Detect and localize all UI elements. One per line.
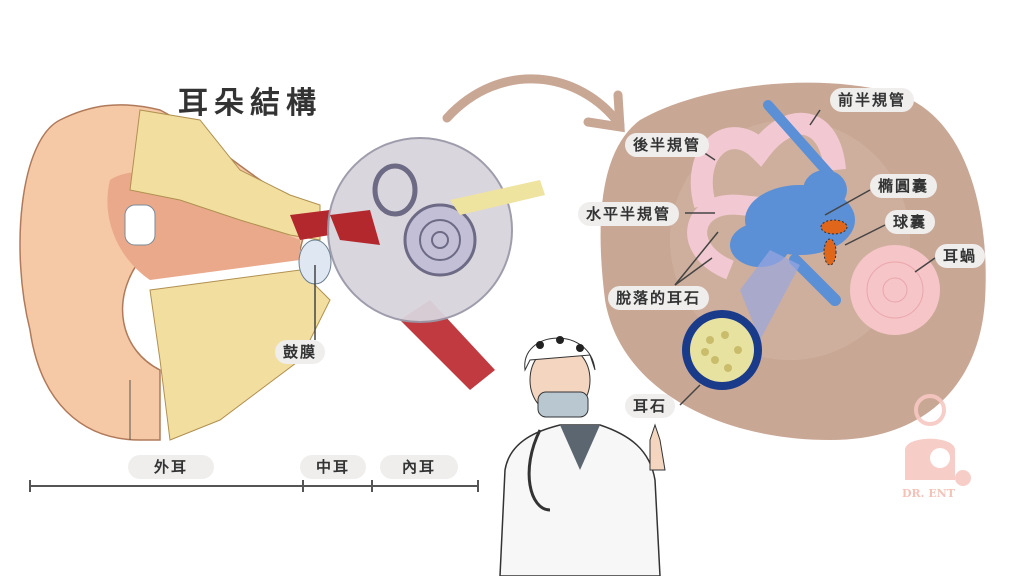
label-horizontal-canal: 水平半規管 (578, 202, 680, 226)
label-posterior-canal: 後半規管 (625, 133, 710, 157)
label-saccule: 球囊 (885, 210, 936, 234)
label-utricle: 橢圓囊 (870, 174, 938, 198)
label-anterior-canal: 前半規管 (830, 88, 915, 112)
label-inner-ear: 內耳 (380, 455, 459, 479)
dr-ent-logo (905, 394, 971, 486)
label-outer-ear: 外耳 (128, 455, 215, 479)
page-title: 耳朵結構 (178, 86, 322, 121)
doctor-illustration (499, 336, 666, 576)
arrow-icon (442, 74, 625, 133)
label-middle-ear: 中耳 (300, 455, 367, 479)
inner-ear-magnifier (327, 137, 545, 323)
label-cochlea: 耳蝸 (935, 244, 986, 268)
label-otoliths: 耳石 (625, 394, 676, 418)
logo-text: DR. ENT (902, 487, 955, 500)
label-eardrum: 鼓膜 (275, 340, 326, 364)
label-dislodged-otoliths: 脫落的耳石 (608, 286, 710, 310)
outer-ear-drawing (19, 104, 495, 441)
ear-region-scale (29, 480, 479, 492)
vestibular-system-drawing (600, 82, 986, 440)
